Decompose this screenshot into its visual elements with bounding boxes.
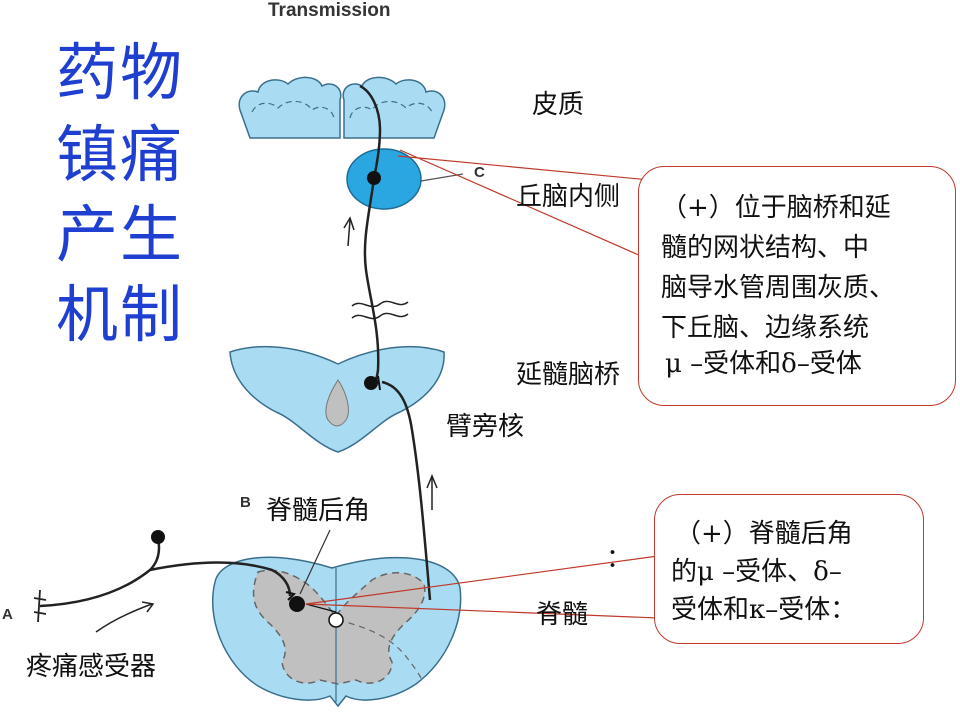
letter-a: A xyxy=(2,606,13,623)
label-dorsal-horn: 脊髓后角 xyxy=(266,496,371,526)
ascending-pathway xyxy=(359,84,382,386)
cortex-shape xyxy=(238,76,446,139)
label-parabrachial: 臂旁核 xyxy=(446,412,525,442)
letter-b: B xyxy=(240,494,251,511)
callout-lower-line-3: 受体和κ–受体： xyxy=(671,595,857,625)
title-line-2: 镇痛 xyxy=(56,118,185,191)
label-thalamus: 丘脑内侧 xyxy=(516,182,621,212)
callout-upper-line-2: 髓的网状结构、中 xyxy=(661,233,870,263)
callout-brainstem-receptors: （+）位于脑桥和延 髓的网状结构、中 脑导水管周围灰质、 下丘脑、边缘系统 μ … xyxy=(638,166,956,406)
title-line-1: 药物 xyxy=(56,36,185,109)
label-nociceptor: 疼痛感受器 xyxy=(26,652,157,682)
callout-lower-line-1: （+）脊髓后角 xyxy=(675,519,853,549)
synapse-dorsal-horn xyxy=(289,596,305,612)
title-line-4: 机制 xyxy=(56,278,185,351)
callout-spinal-receptors: （+）脊髓后角 的μ –受体、δ– 受体和κ–受体： xyxy=(654,494,924,644)
label-pons: 延髓脑桥 xyxy=(516,360,621,390)
label-spinal-cord: 脊髓 xyxy=(536,600,589,630)
callout-lower-line-2: 的μ –受体、δ– xyxy=(671,557,842,587)
pons-grey-core xyxy=(325,379,349,427)
interneuron-dot xyxy=(328,612,344,628)
title-line-3: 产生 xyxy=(56,198,185,271)
synapse-thalamus xyxy=(367,171,381,185)
colon-mark: ： xyxy=(606,544,633,574)
callout-upper-line-4: 下丘脑、边缘系统 xyxy=(661,313,870,343)
thalamus-shape xyxy=(346,148,422,210)
callout-upper-line-5: μ –受体和δ–受体 xyxy=(665,349,862,379)
synapse-pons xyxy=(364,376,378,390)
callout-upper-line-1: （+）位于脑桥和延 xyxy=(661,193,891,223)
letter-c: C xyxy=(474,164,485,181)
callout-upper-line-3: 脑导水管周围灰质、 xyxy=(661,273,896,303)
label-cortex: 皮质 xyxy=(532,90,585,120)
primary-afferent xyxy=(39,537,292,608)
diagram-caption: Transmission xyxy=(268,0,391,21)
